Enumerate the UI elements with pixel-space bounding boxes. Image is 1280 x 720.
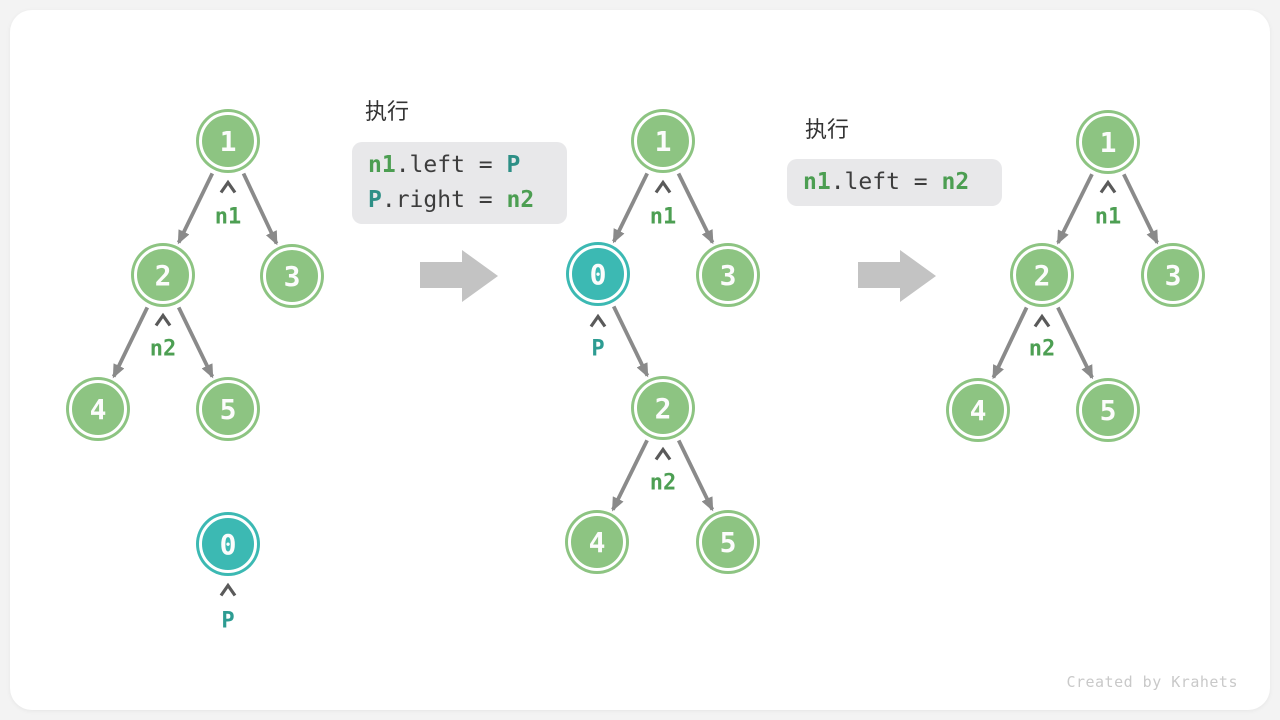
- tree-node: 3: [699, 246, 757, 304]
- tree-node: 3: [263, 247, 321, 305]
- tree-node: 2: [134, 246, 192, 304]
- tree-node: 4: [949, 381, 1007, 439]
- tree-node-p: 0: [569, 245, 627, 303]
- code-token: P: [506, 152, 521, 178]
- code-token: n1: [368, 152, 396, 178]
- code-block: n1.left = n2: [787, 159, 1002, 206]
- code-token: =: [899, 169, 942, 195]
- pointer-label-n1: n1: [1094, 204, 1122, 230]
- tree-node: 2: [1013, 246, 1071, 304]
- tree-node: 1: [634, 112, 692, 170]
- tree-node: 2: [634, 379, 692, 437]
- tree-node: 5: [1079, 381, 1137, 439]
- tree-node: 3: [1144, 246, 1202, 304]
- code-line: P.right = n2: [368, 183, 557, 218]
- code-token: .left: [830, 169, 900, 195]
- tree-node: 5: [199, 380, 257, 438]
- pointer-label-n1: n1: [214, 204, 242, 230]
- pointer-label-p: P: [221, 608, 235, 634]
- code-line: n1.left = P: [368, 148, 557, 183]
- pointer-label-n2: n2: [649, 470, 677, 496]
- tree-node: 4: [568, 513, 626, 571]
- code-token: n2: [941, 169, 970, 195]
- code-token: .right: [381, 187, 465, 213]
- pointer-label-n2: n2: [1028, 336, 1056, 362]
- code-block-title: 执行: [805, 118, 850, 143]
- pointer-label-n1: n1: [649, 204, 677, 230]
- pointer-label-p: P: [591, 336, 605, 362]
- code-token: =: [464, 187, 507, 213]
- code-line: n1.left = n2: [803, 165, 992, 200]
- code-token: .left: [395, 152, 465, 178]
- tree-node-p: 0: [199, 515, 257, 573]
- code-token: =: [464, 152, 507, 178]
- code-token: P: [368, 187, 382, 213]
- code-token: n1: [803, 169, 831, 195]
- tree-node: 4: [69, 380, 127, 438]
- code-block: n1.left = P P.right = n2: [352, 142, 567, 224]
- tree-node: 1: [199, 112, 257, 170]
- diagram-card: [10, 10, 1270, 710]
- code-block-title: 执行: [365, 100, 410, 125]
- tree-node: 5: [699, 513, 757, 571]
- watermark: Created by Krahets: [1066, 673, 1238, 691]
- code-token: n2: [506, 187, 535, 213]
- tree-node: 1: [1079, 113, 1137, 171]
- pointer-label-n2: n2: [149, 336, 177, 362]
